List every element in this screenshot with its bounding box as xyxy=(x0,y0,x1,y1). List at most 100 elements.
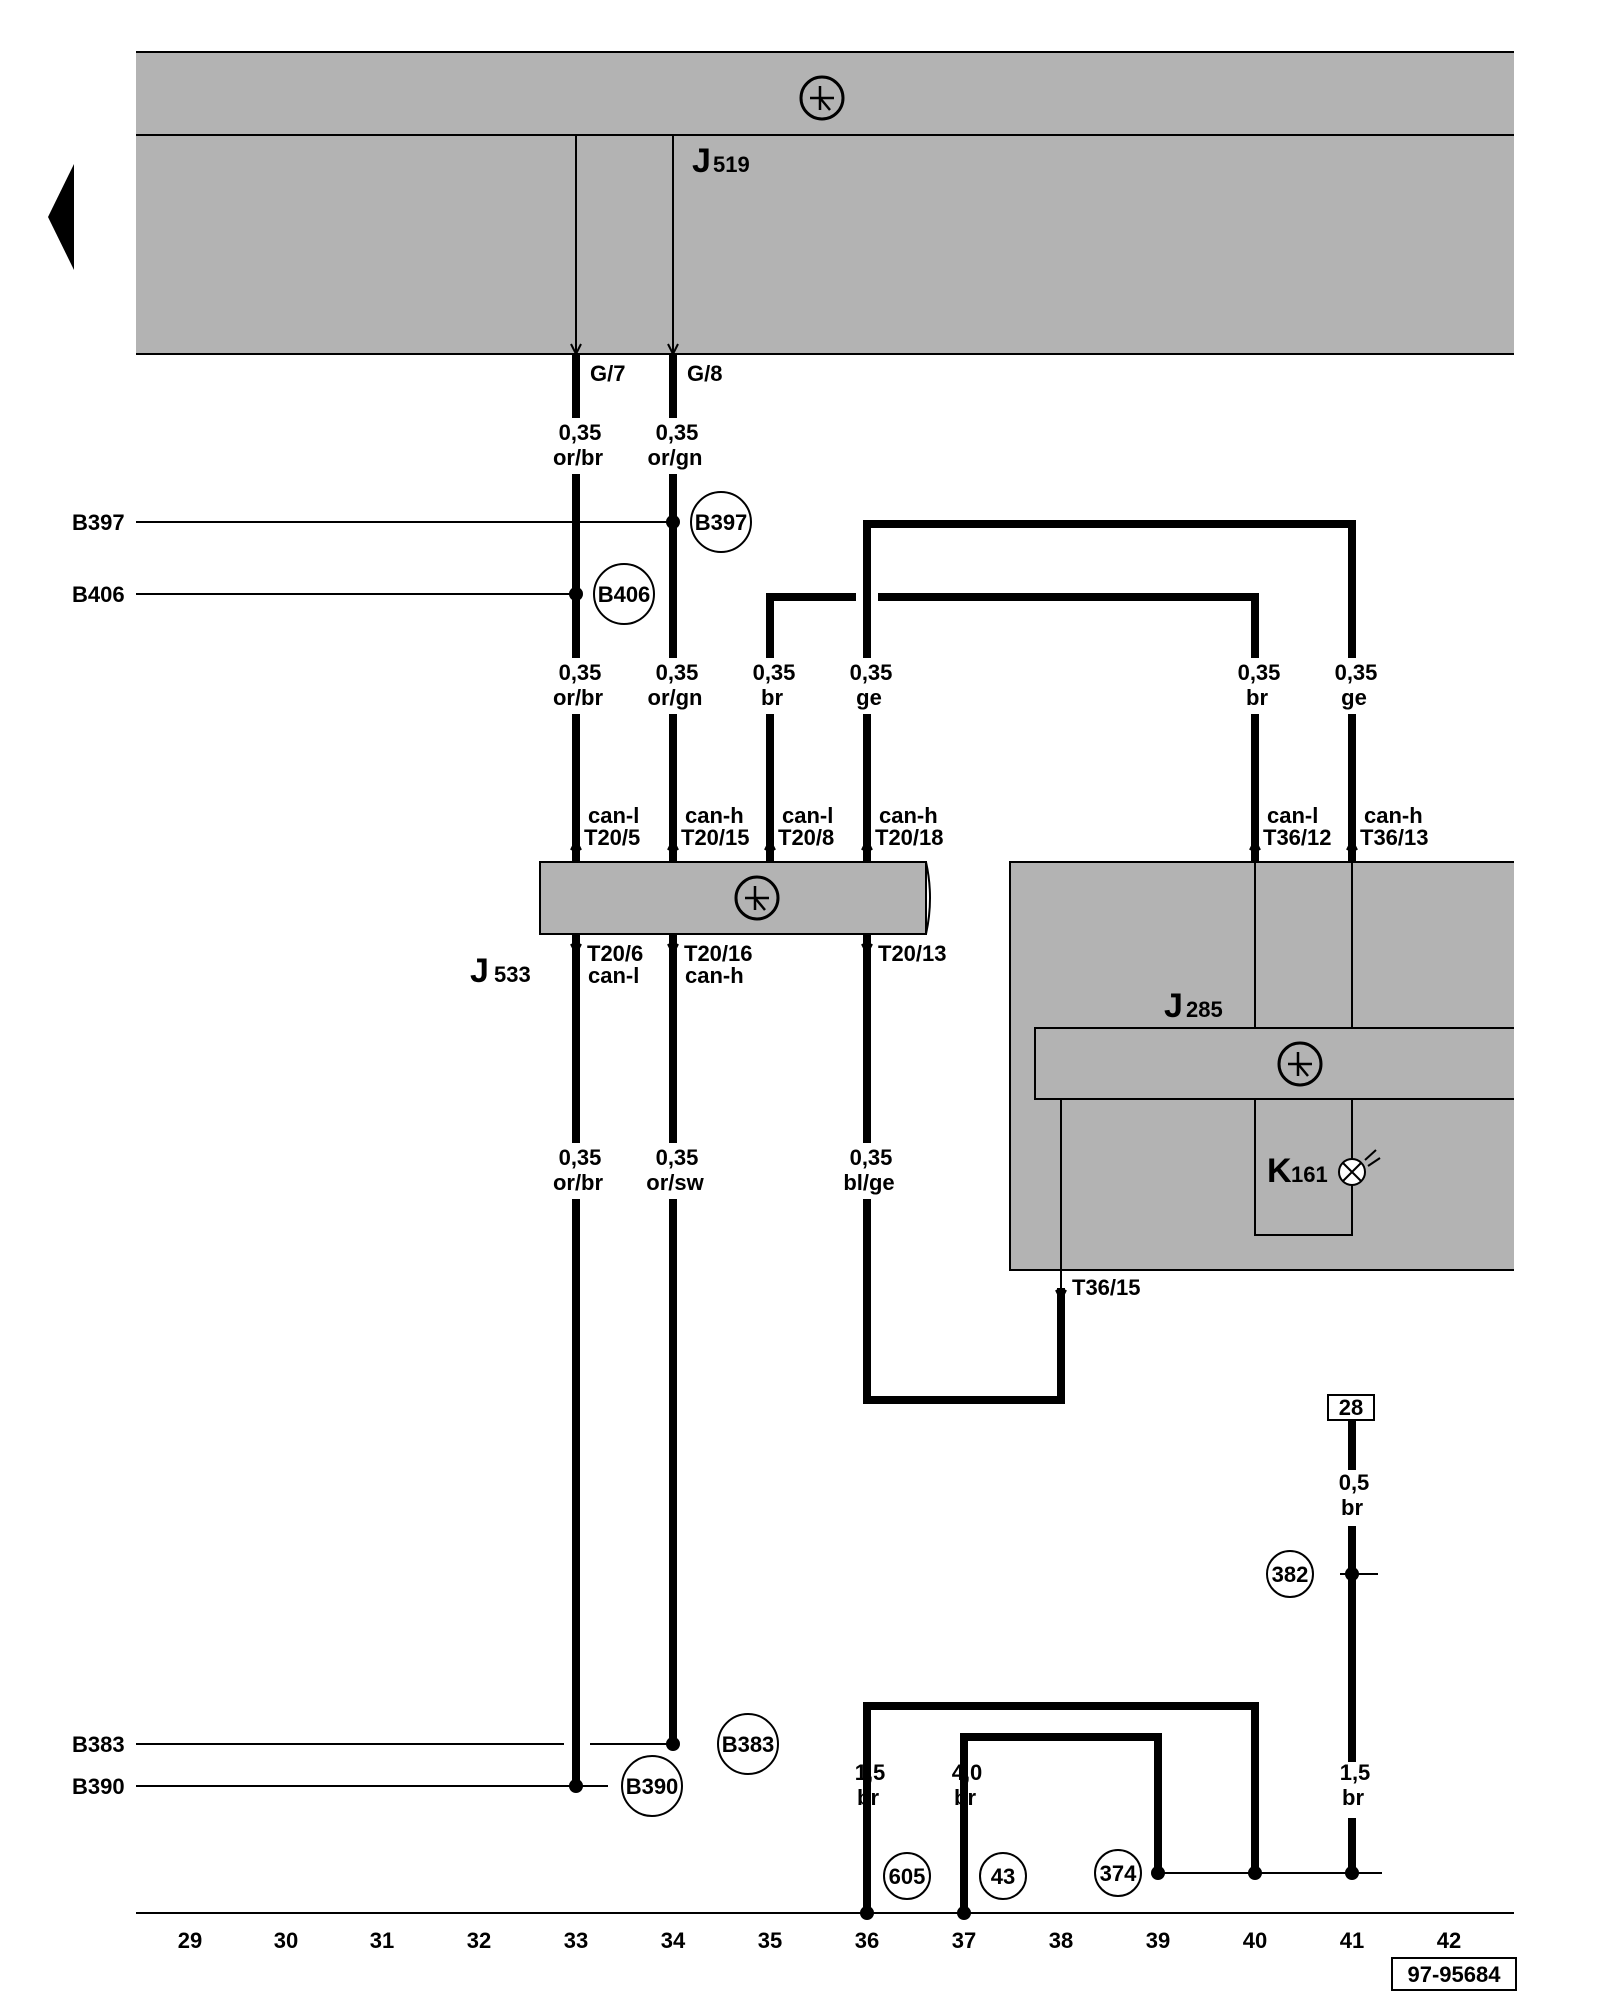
reference-box[interactable]: 28 xyxy=(1327,1394,1375,1421)
column-number: 37 xyxy=(952,1928,976,1953)
pin-t36-13: T36/13 xyxy=(1360,825,1429,850)
control-unit-symbol-icon xyxy=(734,875,780,921)
column-number: 36 xyxy=(855,1928,879,1953)
back-arrow-icon[interactable] xyxy=(48,164,74,270)
control-unit-symbol-icon xyxy=(799,75,845,121)
wire-size: 0,35 xyxy=(559,660,602,685)
connection-b397-label: B397 xyxy=(72,510,125,535)
wire-color: or/br xyxy=(553,445,604,470)
pin-t20-16: T20/16 xyxy=(684,941,753,966)
wire-color: br xyxy=(954,1785,976,1810)
wire-size: 0,35 xyxy=(1238,660,1281,685)
pin-g8: G/8 xyxy=(687,361,722,386)
pin-t20-8: T20/8 xyxy=(778,825,834,850)
column-number: 34 xyxy=(661,1928,686,1953)
column-number: 39 xyxy=(1146,1928,1170,1953)
j285-sub: 285 xyxy=(1186,997,1223,1022)
column-number: 42 xyxy=(1437,1928,1461,1953)
ground-43[interactable]: 43 xyxy=(991,1864,1015,1889)
wire-size: 4,0 xyxy=(952,1760,983,1785)
wire-specs: 0,35 or/br 0,35 or/gn 0,35 or/br 0,35 or… xyxy=(553,420,1377,1810)
signal-canh: can-h xyxy=(879,803,938,828)
pin-t36-12: T36/12 xyxy=(1263,825,1332,850)
j533-letter: J xyxy=(470,952,489,990)
signal-canl: can-l xyxy=(588,963,639,988)
wire-size: 0,35 xyxy=(559,1145,602,1170)
column-numbers: 29 30 31 32 33 34 35 36 37 38 39 40 41 4… xyxy=(178,1928,1461,1953)
j519-letter: J xyxy=(692,142,711,180)
module-j533: J 533 xyxy=(470,861,931,990)
column-number: 31 xyxy=(370,1928,394,1953)
pin-t20-15: T20/15 xyxy=(681,825,750,850)
ground-374[interactable]: 374 xyxy=(1100,1861,1137,1886)
column-number: 29 xyxy=(178,1928,202,1953)
wire-size: 0,35 xyxy=(753,660,796,685)
j519-sub: 519 xyxy=(713,152,750,177)
wire-bundle xyxy=(572,354,1356,1913)
wire-color: ge xyxy=(856,685,882,710)
column-number: 35 xyxy=(758,1928,782,1953)
connection-b383-label: B383 xyxy=(72,1732,125,1757)
signal-canl: can-l xyxy=(782,803,833,828)
ground-382[interactable]: 382 xyxy=(1272,1562,1309,1587)
k161-sub: 161 xyxy=(1291,1162,1328,1187)
figure-id: 97-95684 xyxy=(1391,1957,1517,1991)
figure-id-label: 97-95684 xyxy=(1408,1962,1502,1987)
wire-color: or/gn xyxy=(648,685,703,710)
connection-labels: B397 B406 B383 B390 xyxy=(72,510,125,1799)
wire-color: or/br xyxy=(553,1170,604,1195)
k161-letter: K xyxy=(1267,1152,1292,1190)
wire-size: 0,35 xyxy=(850,1145,893,1170)
j285-letter: J xyxy=(1164,987,1183,1025)
splice-points xyxy=(569,515,1359,1920)
wire-size: 0,35 xyxy=(656,660,699,685)
connection-circles: B397 B406 B383 B390 xyxy=(593,491,779,1817)
reference-box-label: 28 xyxy=(1339,1395,1363,1420)
connection-b390-label: B390 xyxy=(72,1774,125,1799)
connection-b383-circle[interactable]: B383 xyxy=(722,1732,775,1757)
signal-canh: can-h xyxy=(1364,803,1423,828)
wire-size: 0,35 xyxy=(850,660,893,685)
connection-b390-circle[interactable]: B390 xyxy=(626,1774,679,1799)
pin-t20-18: T20/18 xyxy=(875,825,944,850)
wire-color: br xyxy=(761,685,783,710)
connection-b406-circle[interactable]: B406 xyxy=(598,582,651,607)
wire-size: 1,5 xyxy=(1340,1760,1371,1785)
pin-t20-13: T20/13 xyxy=(878,941,947,966)
column-number: 41 xyxy=(1340,1928,1364,1953)
wire-color: ge xyxy=(1341,685,1367,710)
signal-canh: can-h xyxy=(685,803,744,828)
signal-canl: can-l xyxy=(588,803,639,828)
pin-markers xyxy=(570,343,1358,1303)
wire-size: 1,5 xyxy=(855,1760,886,1785)
ground-605[interactable]: 605 xyxy=(889,1864,926,1889)
pin-labels: G/7 G/8 can-l T20/5 can-h T20/15 can-l T… xyxy=(584,361,1429,1300)
wire-size: 0,35 xyxy=(656,420,699,445)
wire-size: 0,35 xyxy=(559,420,602,445)
wire-color: br xyxy=(1341,1495,1363,1520)
connection-b397-circle[interactable]: B397 xyxy=(695,510,748,535)
wire-color: or/gn xyxy=(648,445,703,470)
pin-t36-15: T36/15 xyxy=(1072,1275,1141,1300)
wire-color: br xyxy=(1342,1785,1364,1810)
column-number: 32 xyxy=(467,1928,491,1953)
module-j285: J 285 K 161 xyxy=(1009,861,1514,1288)
wire-size: 0,35 xyxy=(656,1145,699,1170)
wire-color: bl/ge xyxy=(843,1170,894,1195)
wire-color: or/br xyxy=(553,685,604,710)
column-number: 38 xyxy=(1049,1928,1073,1953)
column-number: 30 xyxy=(274,1928,298,1953)
wire-size: 0,5 xyxy=(1339,1470,1370,1495)
pin-t20-6: T20/6 xyxy=(587,941,643,966)
column-number: 33 xyxy=(564,1928,588,1953)
control-unit-symbol-icon xyxy=(1277,1041,1323,1087)
j533-sub: 533 xyxy=(494,962,531,987)
ground-points: 605 43 374 382 xyxy=(883,1550,1314,1900)
signal-canl: can-l xyxy=(1267,803,1318,828)
wire-color: br xyxy=(857,1785,879,1810)
pin-t20-5: T20/5 xyxy=(584,825,640,850)
signal-canh: can-h xyxy=(685,963,744,988)
wire-color: br xyxy=(1246,685,1268,710)
connection-b406-label: B406 xyxy=(72,582,125,607)
